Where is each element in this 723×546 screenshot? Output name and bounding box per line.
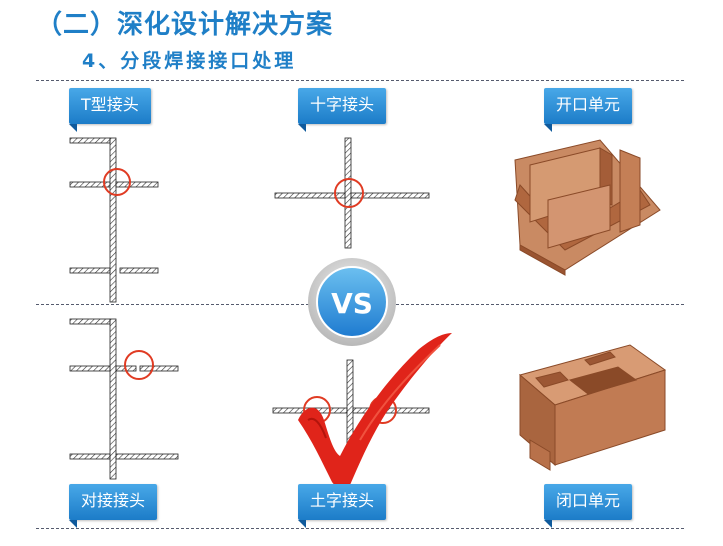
t-joint-highlight-circle <box>103 168 131 196</box>
page-subtitle: 4、分段焊接接口处理 <box>82 50 297 72</box>
earth-joint-badge: 土字接头 <box>298 484 387 528</box>
butt-joint-badge: 对接接头 <box>69 484 158 528</box>
closed-unit-illustration <box>518 344 667 471</box>
closed-unit-label: 闭口单元 <box>556 491 621 510</box>
vs-label: VS <box>331 287 373 320</box>
t-joint-diagram <box>69 137 159 303</box>
closed-unit-badge: 闭口单元 <box>544 484 633 528</box>
vs-circle-icon <box>308 258 396 346</box>
cross-joint-diagram <box>274 137 430 249</box>
butt-joint-label: 对接接头 <box>81 491 146 510</box>
top-divider <box>36 80 684 81</box>
bottom-divider <box>36 528 684 529</box>
butt-joint-diagram <box>69 318 179 480</box>
open-unit-illustration <box>514 139 661 276</box>
open-unit-label: 开口单元 <box>556 95 621 114</box>
earth-joint-label: 土字接头 <box>310 491 375 510</box>
butt-joint-highlight-circle <box>124 350 154 380</box>
cross-joint-highlight-circle <box>334 178 364 208</box>
t-joint-label: T型接头 <box>81 95 139 114</box>
red-checkmark-icon <box>298 333 452 488</box>
open-unit-badge: 开口单元 <box>544 88 633 132</box>
cross-joint-label: 十字接头 <box>310 95 375 114</box>
page-title: （二）深化设计解决方案 <box>36 10 334 40</box>
t-joint-badge: T型接头 <box>69 88 151 132</box>
cross-joint-badge: 十字接头 <box>298 88 387 132</box>
